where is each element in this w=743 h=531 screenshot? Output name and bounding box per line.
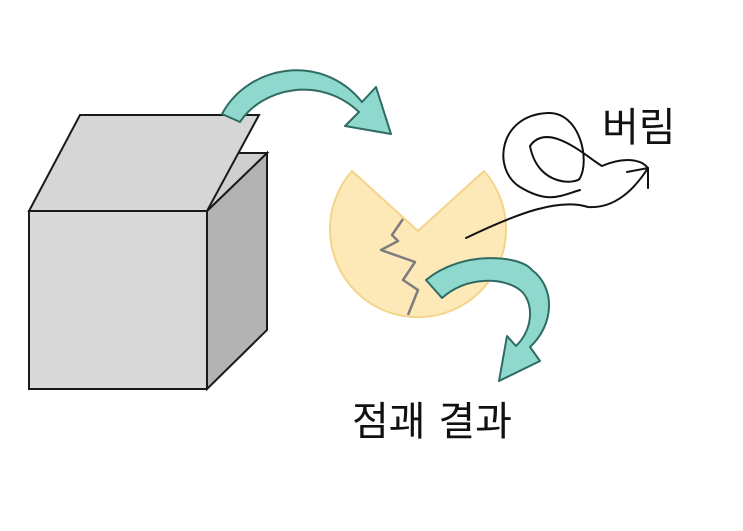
- scribble-line: [465, 111, 649, 239]
- score-result-label: 점괘 결과: [352, 399, 512, 445]
- box-lid: [27, 114, 261, 212]
- discard-label: 버림: [602, 105, 676, 151]
- broken-fortune-cookie-icon: [329, 170, 507, 319]
- cookie-crack: [379, 218, 420, 316]
- cookie-body: [329, 170, 507, 319]
- curved-arrow-icon: [425, 257, 550, 382]
- scribble-arrowhead: [626, 167, 649, 189]
- box-front-face: [28, 210, 208, 390]
- scribble-arrow-icon: [465, 111, 649, 239]
- curved-arrow-icon: [221, 69, 392, 135]
- open-box-icon: [27, 114, 270, 392]
